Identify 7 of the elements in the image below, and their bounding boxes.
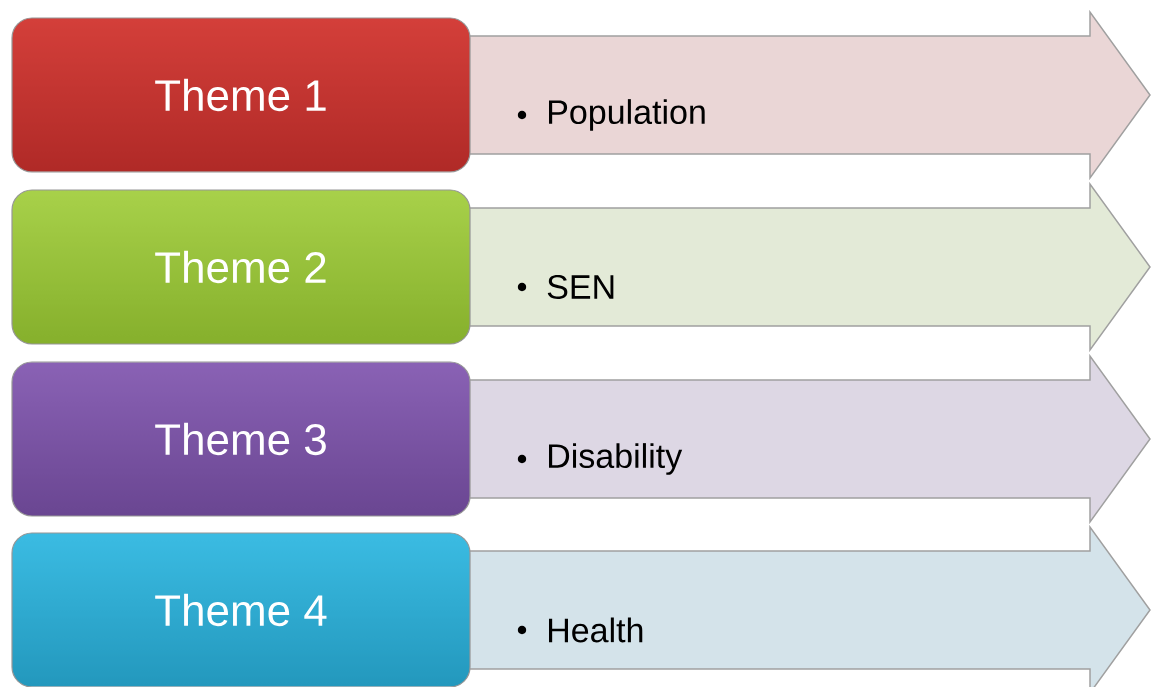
arrow-banner: SEN	[454, 181, 1151, 353]
theme-box: Theme 2	[11, 189, 471, 345]
arrow-banner: Population	[454, 9, 1151, 181]
theme-box: Theme 3	[11, 361, 471, 517]
arrow-banner: Disability	[454, 353, 1151, 525]
theme-box: Theme 1	[11, 17, 471, 173]
theme-box: Theme 4	[11, 532, 471, 687]
